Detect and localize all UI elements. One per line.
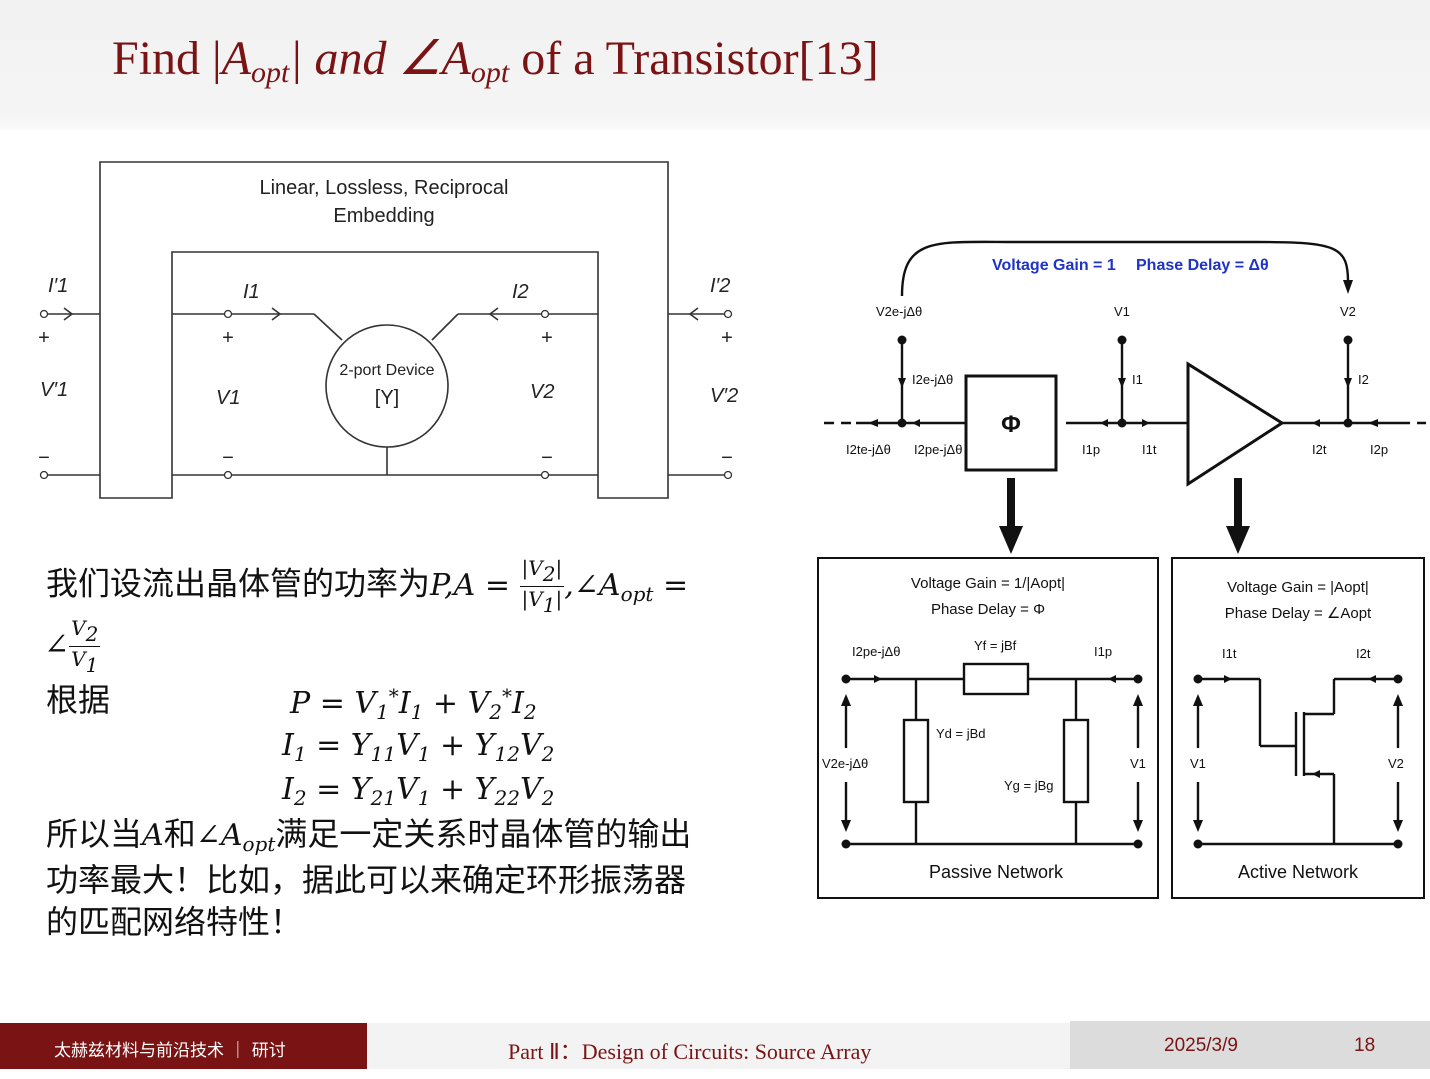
label-i2pe: I2pe-jΔθ bbox=[914, 442, 962, 457]
label-i1-prime: I′1 bbox=[48, 275, 68, 297]
label-v2-top: V2 bbox=[1340, 304, 1356, 319]
active-v2: V2 bbox=[1388, 756, 1404, 771]
embedding-label-1: Linear, Lossless, Reciprocal bbox=[259, 177, 508, 199]
top-phase-delay: Phase Delay = Δθ bbox=[1136, 257, 1269, 274]
label-v1: V1 bbox=[216, 387, 240, 409]
label-i1p-top: I1p bbox=[1082, 442, 1100, 457]
label-i2: I2 bbox=[512, 281, 529, 303]
active-v1: V1 bbox=[1190, 756, 1206, 771]
plus-2: + bbox=[222, 327, 234, 349]
minus-3: − bbox=[541, 447, 553, 469]
label-i2t-top: I2t bbox=[1312, 442, 1327, 457]
passive-yg: Yg = jBg bbox=[1004, 778, 1054, 793]
device-label-2: [Y] bbox=[375, 387, 399, 409]
label-v2-prime: V′2 bbox=[710, 385, 738, 407]
active-i2t: I2t bbox=[1356, 646, 1371, 661]
equation-power: P = V1*I1 + V2*I2 bbox=[290, 684, 537, 724]
footer-course: 太赫兹材料与前沿技术 ｜ 研讨 bbox=[0, 1023, 367, 1069]
equation-i1: I1 = Y11V1 + Y12V2 bbox=[282, 728, 555, 766]
phase-delay-network-diagram: Φ Voltage Gain = 1 Phase Delay = Δθ V2e-… bbox=[817, 240, 1426, 899]
footer-right-bar bbox=[1070, 1021, 1430, 1069]
passive-i1p: I1p bbox=[1094, 644, 1112, 659]
text-line-1: 我们设流出晶体管的功率为P,A = |V2||V1|,∠Aopt = bbox=[46, 556, 689, 617]
footer-middle-bar bbox=[367, 1023, 1070, 1069]
label-i2p-top: I2p bbox=[1370, 442, 1388, 457]
passive-network-label: Passive Network bbox=[929, 862, 1064, 882]
footer-part-title: Part Ⅱ：Design of Circuits: Source Array bbox=[508, 1039, 872, 1064]
label-i1t-top: I1t bbox=[1142, 442, 1157, 457]
label-i2e: I2e-jΔθ bbox=[912, 372, 953, 387]
equation-i2: I2 = Y21V1 + Y22V2 bbox=[282, 772, 555, 810]
label-i1: I1 bbox=[243, 281, 260, 303]
conclusion-line-1: 所以当A和∠Aopt满足一定关系时晶体管的输出 bbox=[46, 815, 692, 856]
conclusion-line-3: 的匹配网络特性！ bbox=[46, 903, 303, 941]
plus-4: + bbox=[721, 327, 733, 349]
minus-4: − bbox=[721, 447, 733, 469]
passive-gain: Voltage Gain = 1/|Aopt| bbox=[911, 575, 1065, 592]
label-v1-top: V1 bbox=[1114, 304, 1130, 319]
conclusion-line-2: 功率最大！比如，据此可以来确定环形振荡器 bbox=[46, 861, 687, 899]
top-voltage-gain: Voltage Gain = 1 bbox=[992, 257, 1116, 274]
passive-yd: Yd = jBd bbox=[936, 726, 986, 741]
passive-delay: Phase Delay = Φ bbox=[931, 601, 1045, 618]
passive-yf: Yf = jBf bbox=[974, 638, 1017, 653]
label-i2te: I2te-jΔθ bbox=[846, 442, 891, 457]
passive-v2e: V2e-jΔθ bbox=[822, 756, 868, 771]
active-delay: Phase Delay = ∠Aopt bbox=[1225, 605, 1372, 622]
label-i1-top: I1 bbox=[1132, 372, 1143, 387]
label-v1-prime: V′1 bbox=[40, 379, 68, 401]
embedding-label-2: Embedding bbox=[333, 205, 434, 227]
label-v2e: V2e-jΔθ bbox=[876, 304, 922, 319]
active-i1t: I1t bbox=[1222, 646, 1237, 661]
device-label-1: 2-port Device bbox=[339, 362, 434, 379]
plus-1: + bbox=[38, 327, 50, 349]
plus-3: + bbox=[541, 327, 553, 349]
minus-2: − bbox=[222, 447, 234, 469]
active-network-label: Active Network bbox=[1238, 862, 1359, 882]
minus-1: − bbox=[38, 447, 50, 469]
label-v2: V2 bbox=[530, 381, 554, 403]
text-line-2: 根据 bbox=[46, 681, 111, 719]
phi-symbol: Φ bbox=[1001, 411, 1021, 438]
footer-date: 2025/3/9 bbox=[1164, 1035, 1238, 1056]
label-i2-prime: I′2 bbox=[710, 275, 730, 297]
label-i2-top: I2 bbox=[1358, 372, 1369, 387]
passive-v1: V1 bbox=[1130, 756, 1146, 771]
title-bar bbox=[0, 0, 1430, 130]
slide-title: Find |Aopt| and ∠Aopt of a Transistor[13… bbox=[112, 32, 879, 89]
two-port-embedding-diagram: Linear, Lossless, Reciprocal Embedding 2… bbox=[38, 161, 738, 499]
active-gain: Voltage Gain = |Aopt| bbox=[1227, 579, 1369, 596]
passive-i2pe: I2pe-jΔθ bbox=[852, 644, 900, 659]
page-number: 18 bbox=[1354, 1035, 1376, 1056]
